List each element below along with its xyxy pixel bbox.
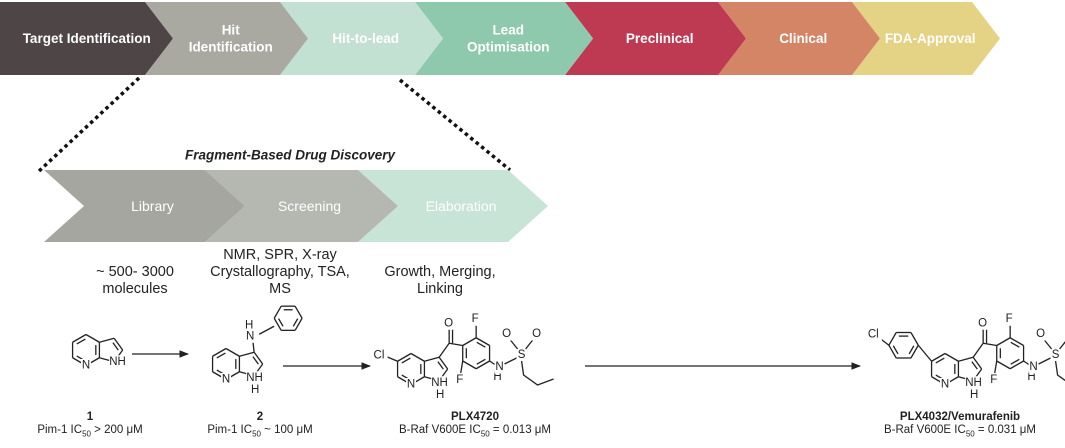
- pipeline-chevron: [415, 2, 593, 75]
- h-atom: H: [970, 389, 978, 401]
- fbdd-stage-label: Screening: [278, 198, 341, 214]
- vemurafenib-sub: 50: [965, 429, 975, 439]
- compound-2-caption: 2 Pim-1 IC50 ~ 100 μM: [190, 411, 330, 440]
- oxygen-atom: O: [502, 328, 511, 340]
- vemurafenib-assay: B-Raf V600E IC: [883, 424, 966, 436]
- pipeline-stage-label: Preclinical: [626, 31, 694, 46]
- plx4720-caption: PLX4720 B-Raf V600E IC50 = 0.013 μM: [375, 411, 575, 440]
- nitrogen-atom: N: [82, 360, 90, 372]
- nh-atom: NH: [431, 377, 448, 389]
- compound-1-caption: 1 Pim-1 IC50 > 200 μM: [20, 411, 160, 440]
- nh-atom: NH: [246, 372, 263, 384]
- compound-1-sub: 50: [82, 429, 91, 439]
- pipeline-stage-label: Lead: [492, 23, 524, 38]
- pipeline-stage: Clinical: [718, 2, 880, 75]
- nitrogen-atom: N: [941, 379, 949, 391]
- compound-2-value: ~ 100 μM: [260, 424, 313, 436]
- fbdd-stage-label: Library: [131, 198, 174, 214]
- fbdd-stage-label: Elaboration: [426, 198, 497, 214]
- pipeline-chevron: [145, 2, 308, 75]
- fluorine-atom: F: [472, 313, 479, 325]
- sulfur-atom: S: [1052, 349, 1060, 361]
- pipeline-chevron: [280, 2, 443, 75]
- fbdd-chevron: [205, 170, 398, 242]
- pipeline-chevron: [0, 2, 173, 75]
- nitrogen-atom: N: [407, 379, 415, 391]
- compound-2-sub: 50: [252, 429, 261, 439]
- fluorine-atom: F: [1006, 313, 1013, 325]
- fbdd-stage: Screening: [205, 170, 398, 242]
- nitrogen-atom: N: [222, 374, 230, 386]
- library-description: ~ 500- 3000 molecules: [55, 264, 215, 298]
- fluorine-atom: F: [456, 374, 463, 386]
- vemurafenib-value: = 0.031 μM: [974, 424, 1037, 436]
- compound-1-structure: N NH: [71, 333, 127, 372]
- plx4720-sub: 50: [480, 429, 490, 439]
- pipeline-stage-label: Identification: [189, 40, 273, 55]
- pipeline-chevron: [565, 2, 746, 75]
- sulfonamide-nitrogen: N: [1029, 361, 1037, 373]
- compound-1-assay: Pim-1 IC: [37, 424, 83, 436]
- oxygen-atom: O: [444, 317, 453, 329]
- vemurafenib-caption: PLX4032/Vemurafenib B-Raf V600E IC50 = 0…: [860, 411, 1060, 440]
- oxygen-atom: O: [978, 317, 987, 329]
- pipeline-stage-label: Target Identification: [23, 31, 151, 46]
- library-description-text: ~ 500- 3000 molecules: [96, 264, 174, 297]
- chlorine-atom: Cl: [868, 328, 879, 340]
- compound-2-assay: Pim-1 IC: [207, 424, 253, 436]
- pipeline-stage: Hit-to-lead: [280, 2, 443, 75]
- plx4720-name: PLX4720: [451, 411, 499, 423]
- compound-2-name: 2: [256, 411, 264, 423]
- nh-atom: NH: [109, 356, 126, 368]
- h-atom: H: [436, 389, 444, 401]
- pipeline-stage: FDA-Approval: [852, 2, 1000, 75]
- h-atom: H: [251, 384, 259, 396]
- pipeline-stage-label: FDA-Approval: [885, 31, 976, 46]
- screening-description-text: NMR, SPR, X-ray Crystallography, TSA, MS: [210, 247, 350, 297]
- sulfonamide-nitrogen: N: [495, 361, 503, 373]
- oxygen-atom: O: [1036, 328, 1045, 340]
- oxygen-atom: O: [532, 328, 541, 340]
- plx4720-value: = 0.013 μM: [489, 424, 552, 436]
- h-atom: H: [245, 319, 253, 331]
- h-atom: H: [1027, 371, 1035, 383]
- fbdd-stage: Elaboration: [358, 170, 548, 242]
- compound-1-name: 1: [86, 411, 94, 423]
- pipeline-stage-label: Optimisation: [467, 40, 550, 55]
- pipeline-stage: Target Identification: [0, 2, 173, 75]
- vemurafenib-name: PLX4032/Vemurafenib: [899, 411, 1021, 423]
- fbdd-stage: Library: [44, 170, 245, 242]
- pipeline-stage-label: Clinical: [779, 31, 827, 46]
- plx4720-assay: B-Raf V600E IC: [398, 424, 481, 436]
- pipeline-chevron: [852, 2, 1000, 75]
- pipeline-stage-label: Hit: [222, 23, 241, 38]
- zoom-line-right: [398, 78, 512, 172]
- amine-nitrogen: N: [246, 330, 254, 342]
- pipeline-stage: Preclinical: [565, 2, 746, 75]
- pipeline-stage-label: Hit-to-lead: [332, 31, 399, 46]
- compound-1-value: > 200 μM: [90, 424, 143, 436]
- fbdd-title: Fragment-Based Drug Discovery: [185, 148, 397, 163]
- elaboration-description: Growth, Merging, Linking: [360, 264, 520, 298]
- fbdd-chevron: [358, 170, 548, 242]
- elaboration-description-text: Growth, Merging, Linking: [384, 264, 496, 297]
- h-atom: H: [493, 371, 501, 383]
- chlorine-atom: Cl: [374, 349, 385, 361]
- fbdd-chevron: [44, 170, 245, 242]
- sulfur-atom: S: [518, 349, 526, 361]
- zoom-line-left: [36, 76, 141, 174]
- fluorine-atom: F: [990, 374, 997, 386]
- nh-atom: NH: [965, 377, 982, 389]
- screening-description: NMR, SPR, X-ray Crystallography, TSA, MS: [195, 247, 365, 298]
- pipeline-chevron: [718, 2, 880, 75]
